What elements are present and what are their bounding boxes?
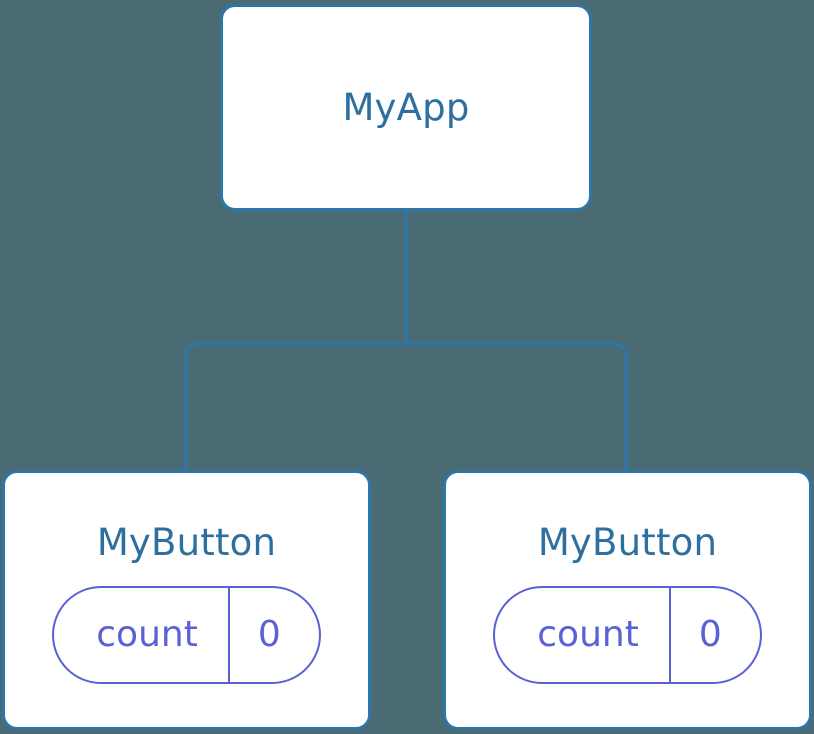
- state-divider: [227, 588, 230, 682]
- state-key: count: [96, 614, 198, 655]
- node-mybutton-1[interactable]: MyButton count 0: [2, 470, 371, 730]
- node-title: MyButton: [537, 521, 718, 564]
- node-mybutton-2[interactable]: MyButton count 0: [443, 470, 812, 730]
- edge-to-child-left: [184, 342, 407, 472]
- node-title: MyButton: [96, 521, 277, 564]
- node-title: MyApp: [342, 86, 470, 129]
- state-badge[interactable]: count 0: [52, 586, 321, 684]
- edge-to-child-right: [406, 342, 628, 472]
- state-value: 0: [257, 614, 281, 655]
- node-myapp[interactable]: MyApp: [220, 4, 592, 211]
- state-value: 0: [698, 614, 722, 655]
- state-badge[interactable]: count 0: [493, 586, 762, 684]
- state-divider: [668, 588, 671, 682]
- state-key: count: [537, 614, 639, 655]
